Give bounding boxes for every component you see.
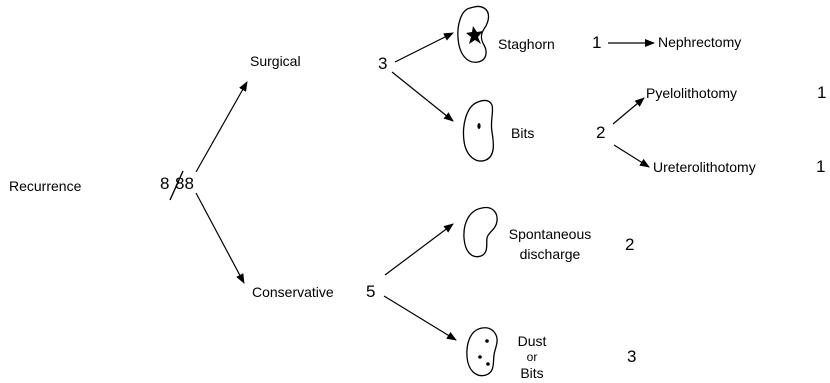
bits-count: 2 <box>596 124 605 141</box>
dust-kidney-icon <box>467 328 497 376</box>
dust-count: 3 <box>627 348 636 365</box>
spontaneous-count: 2 <box>625 236 634 253</box>
arrow-to-staghorn <box>395 33 453 62</box>
arrow-to-conservative <box>196 193 244 283</box>
staghorn-label: Staghorn <box>498 37 555 51</box>
surgical-label: Surgical <box>250 54 301 68</box>
spontaneous-line1: Spontaneous <box>505 227 595 241</box>
surgical-count: 3 <box>378 55 387 72</box>
staghorn-kidney-icon <box>458 6 489 62</box>
root-ratio-numerator: 8 <box>160 175 169 192</box>
arrow-to-ureterolithotomy <box>614 145 649 167</box>
arrow-to-bits <box>392 72 453 121</box>
nephrectomy-label: Nephrectomy <box>658 35 741 49</box>
spontaneous-line2: discharge <box>505 247 595 261</box>
ureterolithotomy-label: Ureterolithotomy <box>653 160 756 174</box>
conservative-label: Conservative <box>252 285 334 299</box>
staghorn-count: 1 <box>592 34 601 51</box>
bits-kidney-icon <box>464 100 494 161</box>
pyelolithotomy-count: 1 <box>817 84 826 101</box>
arrow-to-spontaneous <box>385 224 453 275</box>
dust-line2: or <box>512 351 552 363</box>
spontaneous-kidney-icon <box>464 208 497 257</box>
arrow-to-surgical <box>196 82 247 172</box>
pyelolithotomy-label: Pyelolithotomy <box>646 86 737 100</box>
root-ratio-denominator: 88 <box>175 175 194 192</box>
conservative-count: 5 <box>366 283 375 300</box>
dust-line3: Bits <box>512 366 552 380</box>
arrow-to-pyelolithotomy <box>613 98 644 124</box>
dust-line1: Dust <box>512 334 552 348</box>
root-label: Recurrence <box>9 179 81 193</box>
arrow-to-dust <box>384 296 456 340</box>
bits-label: Bits <box>511 126 534 140</box>
ureterolithotomy-count: 1 <box>816 158 825 175</box>
